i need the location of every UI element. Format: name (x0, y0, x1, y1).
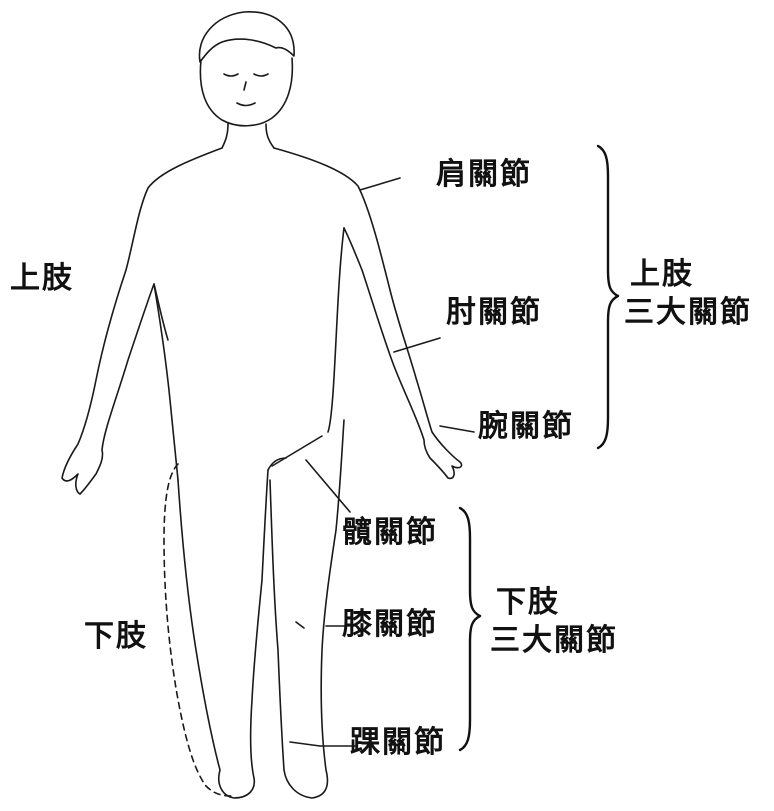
label-lower-limb: 下肢 (84, 619, 148, 654)
lower-brace (458, 506, 482, 752)
pointer-wrist (439, 425, 475, 433)
neck-left (221, 123, 229, 149)
hair-outline (198, 11, 295, 63)
label-upper-limb: 上肢 (10, 261, 74, 296)
head-outline (199, 57, 294, 127)
neck-right (265, 123, 275, 149)
label-upper-group-title: 上肢 (630, 257, 694, 292)
label-lower-group-title: 下肢 (496, 585, 560, 620)
nose (243, 81, 247, 91)
label-wrist-joint: 腕關節 (478, 409, 574, 444)
ankle-line (289, 741, 321, 747)
label-knee-joint: 膝關節 (342, 607, 438, 642)
label-shoulder-joint: 肩關節 (436, 157, 532, 192)
left-eye (223, 73, 239, 77)
label-upper-group-subtitle: 三大關節 (624, 295, 752, 330)
pointer-shoulder (359, 177, 401, 191)
label-elbow-joint: 肘關節 (446, 295, 542, 330)
right-eye (253, 73, 269, 77)
left-arm-inner (153, 283, 169, 341)
hip-joint-line (271, 435, 323, 467)
right-arm-inner (327, 227, 345, 433)
pointer-hip (305, 459, 351, 513)
right-leg-inner (269, 419, 345, 799)
knee-line (295, 621, 305, 629)
body-outline-right (273, 147, 463, 480)
pointer-elbow (393, 337, 441, 353)
left-leg-outer (177, 469, 269, 799)
body-outline-left (61, 147, 223, 495)
label-hip-joint: 髖關節 (342, 515, 438, 550)
label-lower-group-subtitle: 三大關節 (490, 623, 618, 658)
lower-limb-dashed-outline (163, 463, 233, 797)
upper-brace (596, 144, 620, 450)
label-ankle-joint: 踝關節 (350, 725, 446, 760)
mouth (236, 102, 256, 107)
